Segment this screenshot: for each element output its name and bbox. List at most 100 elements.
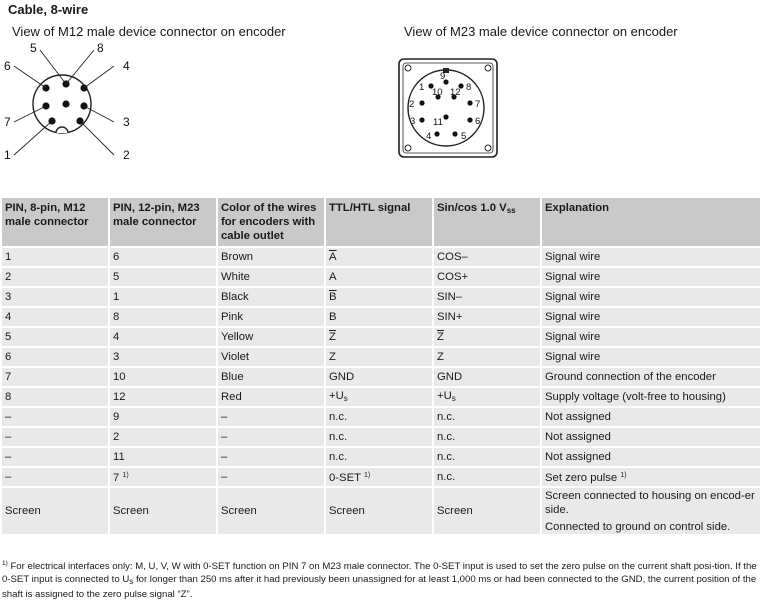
m23-pin-7 [467, 100, 473, 106]
m23-connector-diagram: 9 1 8 10 12 2 7 11 3 6 4 5 [398, 58, 498, 158]
cell-pin-m23: 2 [110, 428, 216, 446]
m23-mount-hole-bl [404, 144, 412, 152]
cell-ttl-signal: Screen [326, 488, 432, 534]
cell-ttl-signal: n.c. [326, 408, 432, 426]
header-explanation: Explanation [542, 198, 760, 246]
cell-explanation: Signal wire [542, 268, 760, 286]
cell-explanation: Not assigned [542, 408, 760, 426]
m23-pin-3 [419, 117, 425, 123]
cell-pin-m12: 7 [2, 368, 108, 386]
m12-label-2: 2 [123, 148, 130, 162]
footnote-mark: 1) [2, 560, 8, 567]
m23-label-8: 8 [466, 82, 471, 93]
cell-sincos-signal: COS+ [434, 268, 540, 286]
cell-explanation: Signal wire [542, 308, 760, 326]
m12-label-5: 5 [30, 41, 37, 55]
cell-sincos-signal: Z [434, 328, 540, 346]
cell-sincos-signal: +Us [434, 388, 540, 406]
cell-wire-color: Black [218, 288, 324, 306]
cell-ttl-signal: Z [326, 328, 432, 346]
cell-pin-m23: 12 [110, 388, 216, 406]
footnote: 1) For electrical interfaces only: M, U,… [2, 560, 757, 600]
cell-pin-m12: – [2, 428, 108, 446]
table-row: 6 3 Violet Z Z Signal wire [2, 348, 760, 366]
cell-sincos-signal: Screen [434, 488, 540, 534]
m12-coding-notch [55, 126, 69, 134]
cell-pin-m12: 5 [2, 328, 108, 346]
cell-explanation: Signal wire [542, 348, 760, 366]
cell-ttl-signal: A [326, 268, 432, 286]
cell-sincos-signal: GND [434, 368, 540, 386]
cell-ttl-signal: 0-SET 1) [326, 468, 432, 486]
cell-wire-color: – [218, 428, 324, 446]
m12-connector-diagram: 5 8 6 4 7 3 1 2 [4, 41, 130, 162]
table-row: Screen Screen Screen Screen Screen Scree… [2, 488, 760, 534]
cell-wire-color: – [218, 468, 324, 486]
cell-pin-m12: – [2, 448, 108, 466]
m23-caption: View of M23 male device connector on enc… [404, 24, 678, 39]
cell-ttl-signal: A [326, 248, 432, 266]
table-row: – 11 – n.c. n.c. Not assigned [2, 448, 760, 466]
table-row: 7 10 Blue GND GND Ground connection of t… [2, 368, 760, 386]
cell-sincos-signal: SIN– [434, 288, 540, 306]
cell-explanation: Screen connected to housing on encod-er … [542, 488, 760, 534]
cell-pin-m12: 3 [2, 288, 108, 306]
cell-sincos-signal: n.c. [434, 468, 540, 486]
cell-explanation: Not assigned [542, 428, 760, 446]
cell-explanation: Signal wire [542, 328, 760, 346]
cell-sincos-signal: COS– [434, 248, 540, 266]
m23-label-1: 1 [419, 82, 424, 93]
m23-coding-key [443, 68, 449, 73]
header-sincos: Sin/cos 1.0 Vss [434, 198, 540, 246]
table-row: 2 5 White A COS+ Signal wire [2, 268, 760, 286]
cell-pin-m12: 6 [2, 348, 108, 366]
m23-pin-11 [443, 114, 449, 120]
cell-wire-color: Brown [218, 248, 324, 266]
table-row: – 2 – n.c. n.c. Not assigned [2, 428, 760, 446]
cell-pin-m12: 4 [2, 308, 108, 326]
header-ttl-htl: TTL/HTL signal [326, 198, 432, 246]
cell-pin-m23: 1 [110, 288, 216, 306]
m23-label-12: 12 [450, 87, 461, 98]
pin-assignment-table: PIN, 8-pin, M12 male connector PIN, 12-p… [0, 196, 762, 536]
cell-wire-color: White [218, 268, 324, 286]
cell-wire-color: Blue [218, 368, 324, 386]
cell-ttl-signal: GND [326, 368, 432, 386]
m23-label-11: 11 [433, 117, 443, 128]
m23-pin-10 [435, 94, 441, 100]
m23-mount-hole-br [484, 144, 492, 152]
cell-pin-m12: Screen [2, 488, 108, 534]
m12-pin-8 [62, 100, 70, 108]
cell-wire-color: – [218, 448, 324, 466]
m23-pin-5 [452, 131, 458, 137]
cell-pin-m23: 5 [110, 268, 216, 286]
m23-label-2: 2 [409, 99, 414, 110]
table-header-row: PIN, 8-pin, M12 male connector PIN, 12-p… [2, 198, 760, 246]
cell-wire-color: – [218, 408, 324, 426]
m12-label-1: 1 [4, 148, 11, 162]
cell-sincos-signal: n.c. [434, 448, 540, 466]
cell-pin-m12: 8 [2, 388, 108, 406]
m23-pin-1 [428, 83, 434, 89]
header-pin-m23: PIN, 12-pin, M23 male connector [110, 198, 216, 246]
cell-pin-m23: 4 [110, 328, 216, 346]
cell-pin-m12: 1 [2, 248, 108, 266]
m23-flange-inner [402, 62, 494, 154]
cell-pin-m23: Screen [110, 488, 216, 534]
m23-label-5: 5 [461, 131, 466, 142]
cell-wire-color: Screen [218, 488, 324, 534]
m23-label-9: 9 [440, 71, 445, 82]
cell-pin-m23: 10 [110, 368, 216, 386]
table-row: 8 12 Red +Us +Us Supply voltage (volt-fr… [2, 388, 760, 406]
m12-caption: View of M12 male device connector on enc… [12, 24, 286, 39]
m23-mount-hole-tl [404, 64, 412, 72]
table-row: – 7 1) – 0-SET 1) n.c. Set zero pulse 1) [2, 468, 760, 486]
table-row: 1 6 Brown A COS– Signal wire [2, 248, 760, 266]
footnote-ref: 1) [620, 472, 627, 479]
m23-label-10: 10 [432, 87, 443, 98]
m23-label-7: 7 [475, 99, 480, 110]
cell-pin-m23: 6 [110, 248, 216, 266]
table-row: 3 1 Black B SIN– Signal wire [2, 288, 760, 306]
m23-flange-outer [398, 58, 498, 158]
cell-pin-m12: – [2, 408, 108, 426]
